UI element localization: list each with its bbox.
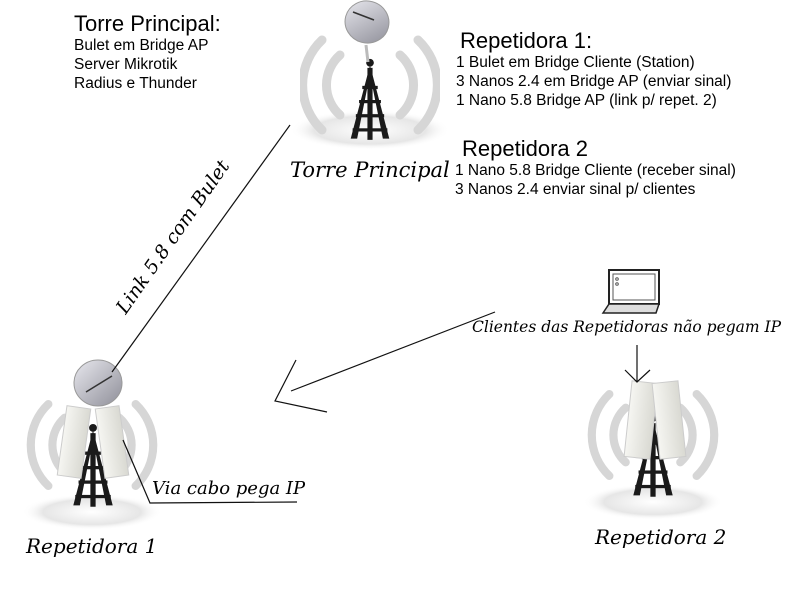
cable-line xyxy=(122,439,298,504)
cable-annotation: Via cabo pega IP xyxy=(152,478,306,499)
clients-arrow-shaft xyxy=(290,311,496,392)
info-title: Repetidora 1: xyxy=(460,28,593,53)
link-line xyxy=(111,124,291,373)
info-line: Bulet em Bridge AP xyxy=(74,37,209,54)
info-line: Server Mikrotik xyxy=(74,56,178,73)
info-line: Radius e Thunder xyxy=(74,75,197,92)
repetidora1-label: Repetidora 1 xyxy=(26,534,158,558)
info-line: 1 Bulet em Bridge Cliente (Station) xyxy=(456,54,695,71)
info-title: Repetidora 2 xyxy=(462,136,588,161)
dish-antenna-icon xyxy=(344,0,390,44)
repetidora2-info: Repetidora 2 1 Nano 5.8 Bridge Cliente (… xyxy=(455,136,743,199)
info-line: 3 Nanos 2.4 em Bridge AP (enviar sinal) xyxy=(456,73,732,90)
repetidora1-graphic xyxy=(22,359,162,530)
info-line: 3 Nanos 2.4 enviar sinal p/ clientes xyxy=(455,181,696,198)
torre-principal-label: Torre Principal xyxy=(290,158,450,182)
repetidora2-graphic xyxy=(583,380,723,520)
laptop-icon xyxy=(601,269,661,314)
down-arrow-head xyxy=(624,369,651,383)
clients-annotation: Clientes das Repetidoras não pegam IP xyxy=(472,318,782,336)
info-line: 1 Nano 5.8 Bridge AP (link p/ repet. 2) xyxy=(456,92,717,109)
nanostation-icon xyxy=(56,405,92,479)
nanostation-icon xyxy=(94,405,130,479)
torre-principal-graphic xyxy=(290,0,450,150)
info-title: Torre Principal: xyxy=(74,11,221,36)
dish-antenna-icon xyxy=(73,359,123,407)
tower-icon xyxy=(350,58,390,140)
repetidora2-label: Repetidora 2 xyxy=(595,525,727,549)
clients-arrow-head xyxy=(274,359,328,413)
repetidora1-info: Repetidora 1: 1 Bulet em Bridge Cliente … xyxy=(456,28,735,110)
nanostation-icon xyxy=(651,380,687,460)
torre-principal-info: Torre Principal: Bulet em Bridge AP Serv… xyxy=(74,12,221,93)
info-line: 1 Nano 5.8 Bridge Cliente (receber sinal… xyxy=(455,162,736,179)
nanostation-icon xyxy=(623,380,659,460)
